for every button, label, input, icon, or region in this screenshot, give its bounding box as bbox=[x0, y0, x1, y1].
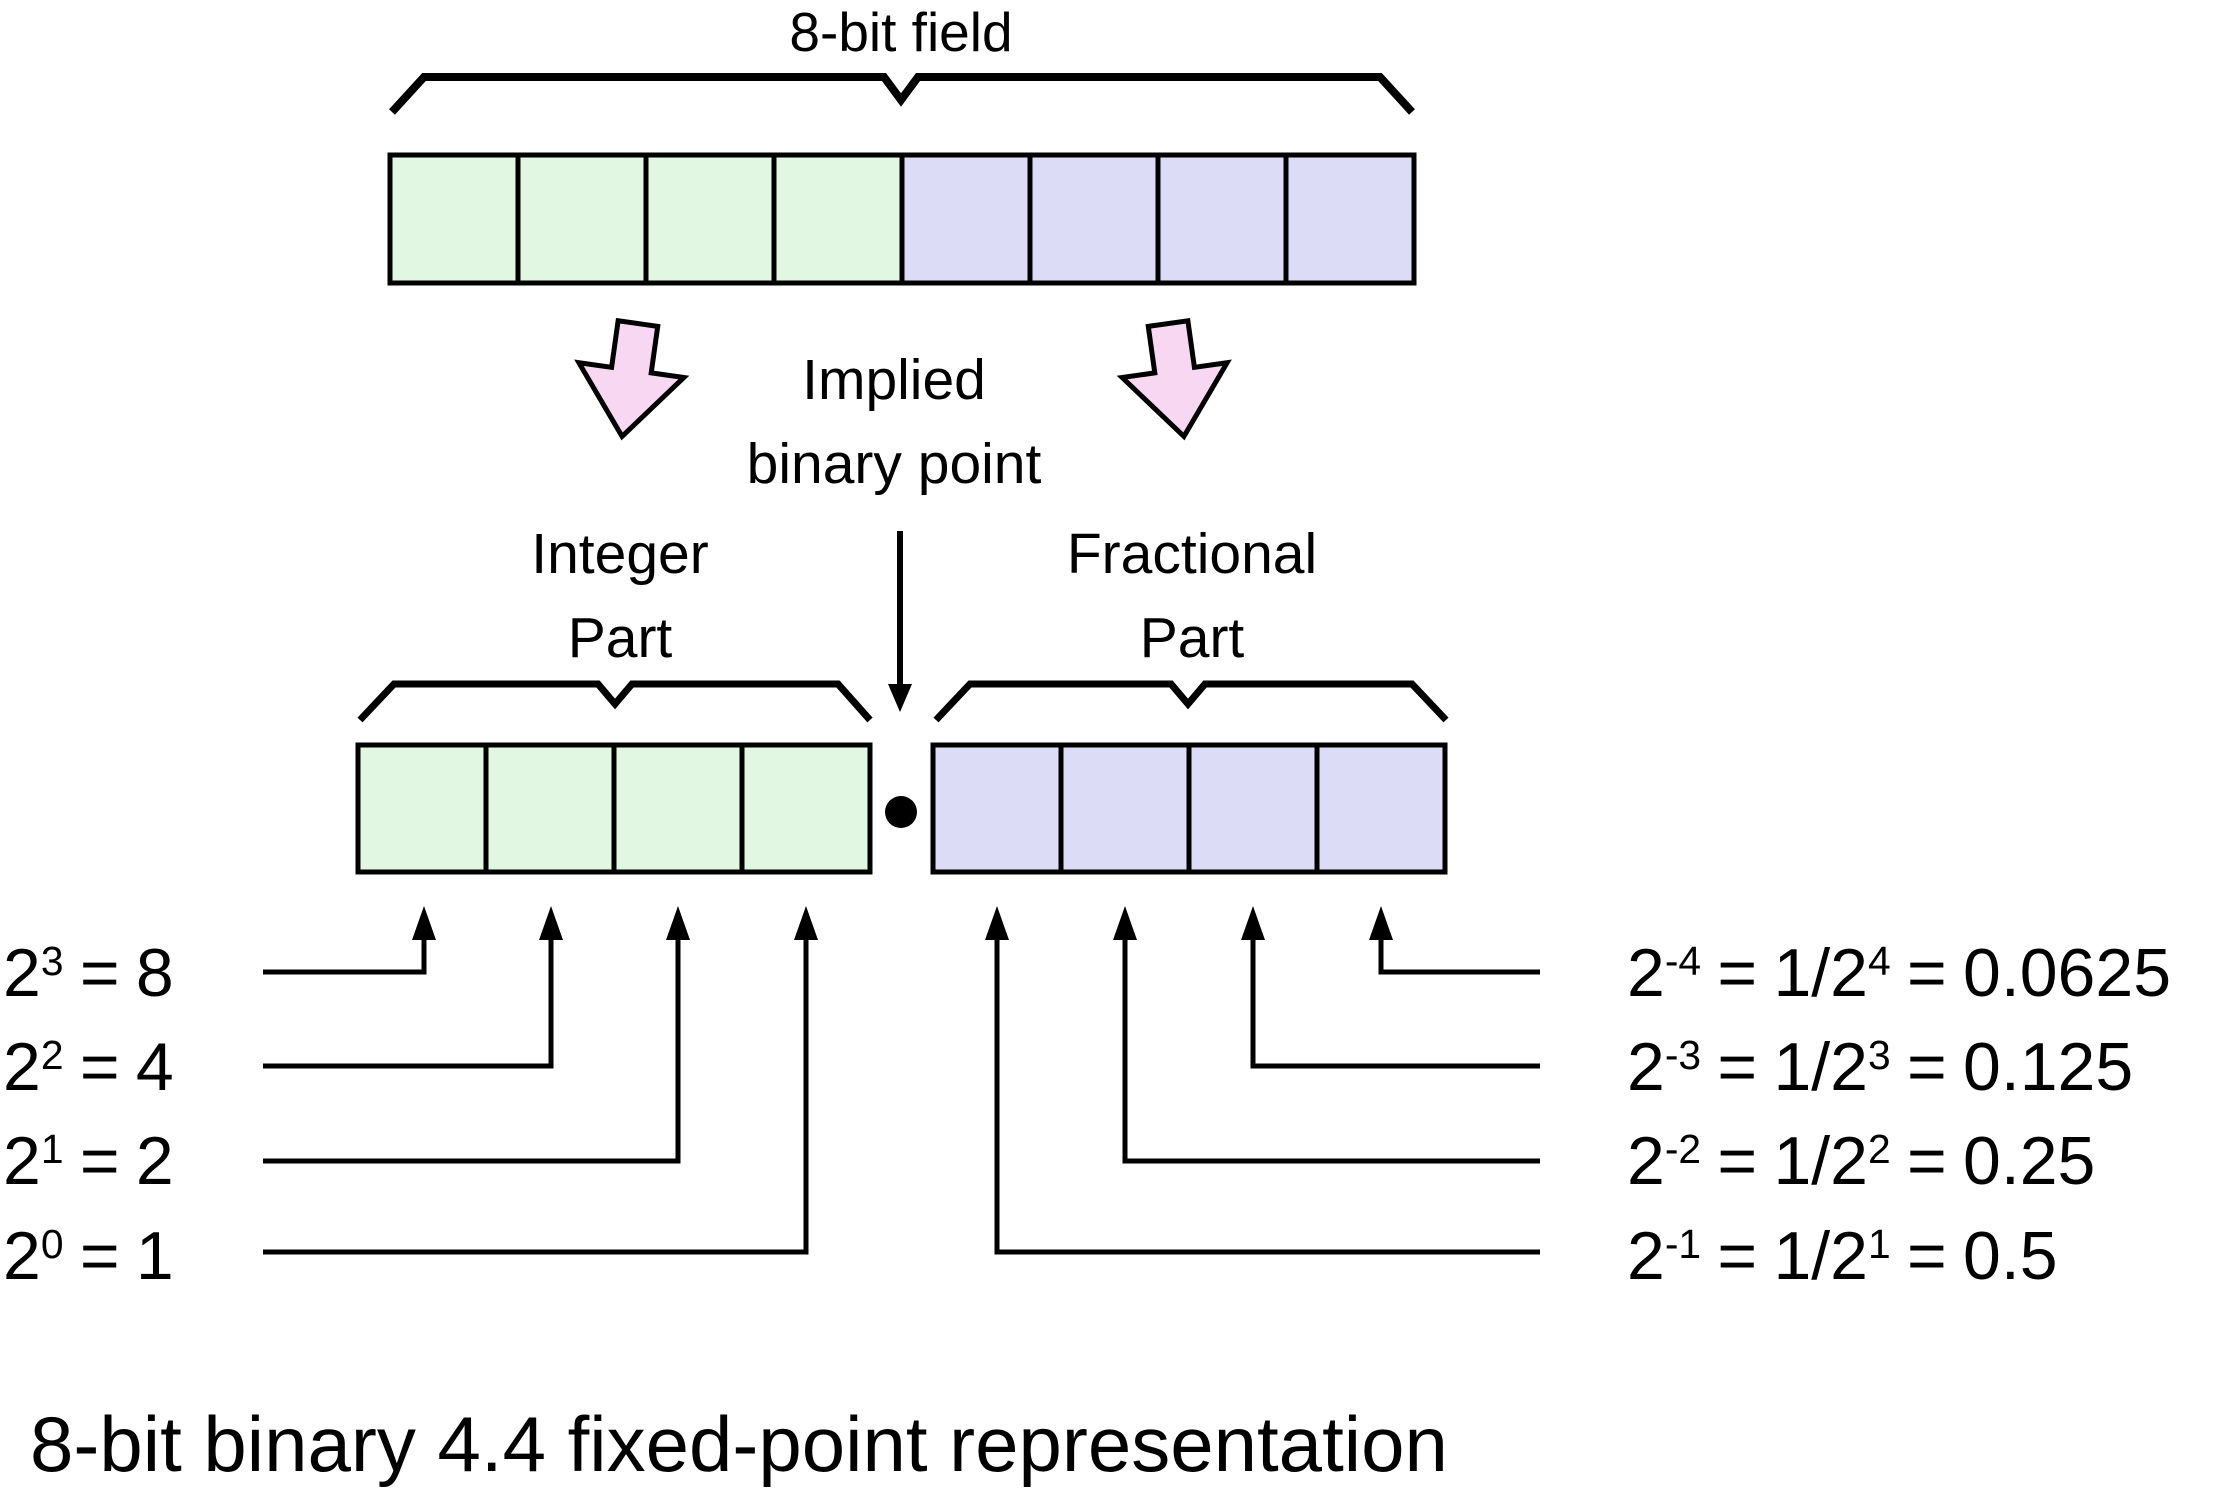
fractional-part-line2: Part bbox=[1139, 606, 1245, 670]
integer-weight-label: 21=2 bbox=[3, 1123, 174, 1199]
integer-weight-label: 22=4 bbox=[3, 1029, 174, 1105]
split-arrow-right-icon bbox=[1116, 317, 1232, 441]
fractional-weight-label: 2-3=1/23=0.125 bbox=[1627, 1029, 2134, 1105]
fractional-weight-label: 2-2=1/22=0.25 bbox=[1627, 1123, 2096, 1199]
integer-part-line1: Integer bbox=[531, 522, 709, 586]
bit-cell bbox=[611, 742, 745, 875]
integer-weight-connectors bbox=[263, 938, 809, 1255]
bit-cell bbox=[771, 152, 905, 286]
fractional-weight-connectors bbox=[994, 938, 1540, 1255]
bit-cell bbox=[1283, 152, 1417, 286]
bit-cell bbox=[387, 152, 521, 286]
fractional-weight-arrowheads bbox=[985, 906, 1393, 940]
bit-cell bbox=[899, 152, 1033, 286]
bit-cell bbox=[739, 742, 873, 875]
bit-cell bbox=[1027, 152, 1161, 286]
fractional-part-cells bbox=[930, 742, 1448, 875]
field-label: 8-bit field bbox=[789, 1, 1013, 63]
integer-part-cells bbox=[355, 742, 873, 875]
implied-line2: binary point bbox=[746, 432, 1042, 496]
fractional-weight-label: 2-1=1/21=0.5 bbox=[1627, 1218, 2058, 1294]
diagram-caption: 8-bit binary 4.4 fixed-point representat… bbox=[30, 1400, 1448, 1488]
fractional-part-brace bbox=[933, 680, 1449, 723]
integer-part-brace bbox=[357, 680, 873, 723]
bit-cell bbox=[515, 152, 649, 286]
bit-cell bbox=[1186, 742, 1320, 875]
eight-bit-field-brace bbox=[389, 73, 1415, 115]
integer-part-label: Integer Part bbox=[531, 512, 708, 680]
integer-part-line2: Part bbox=[567, 606, 673, 670]
bit-cell bbox=[355, 742, 489, 875]
fractional-weight-label: 2-4=1/24=0.0625 bbox=[1627, 935, 2172, 1011]
fractional-part-line1: Fractional bbox=[1066, 522, 1318, 586]
implied-binary-point-label: Implied binary point bbox=[747, 338, 1042, 506]
integer-weight-arrowheads bbox=[412, 906, 818, 940]
split-arrow-left-icon bbox=[574, 317, 690, 441]
implied-point-arrow bbox=[888, 531, 912, 712]
integer-weight-label: 20=1 bbox=[3, 1218, 174, 1294]
bit-cell bbox=[1314, 742, 1448, 875]
bit-cell bbox=[483, 742, 617, 875]
bit-cell bbox=[643, 152, 777, 286]
fractional-part-label: Fractional Part bbox=[1067, 512, 1317, 680]
eight-bit-field-cells bbox=[387, 152, 1417, 286]
binary-point-dot bbox=[885, 796, 917, 828]
bit-cell bbox=[1155, 152, 1289, 286]
bit-cell bbox=[1058, 742, 1192, 875]
implied-line1: Implied bbox=[802, 348, 986, 412]
bit-cell bbox=[930, 742, 1064, 875]
integer-weight-label: 23=8 bbox=[3, 935, 174, 1011]
